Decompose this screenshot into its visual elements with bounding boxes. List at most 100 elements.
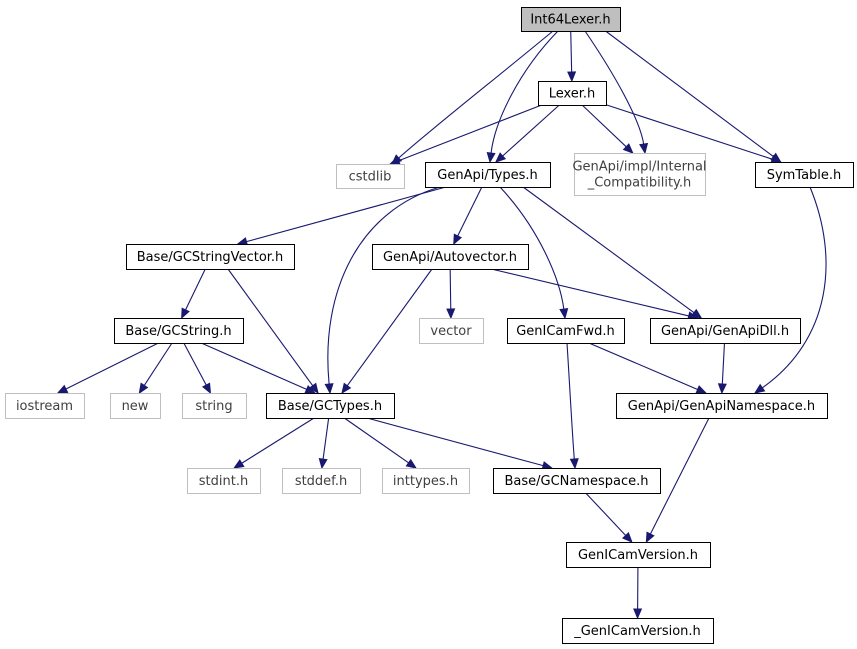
node-gctypes[interactable]: Base/GCTypes.h bbox=[266, 393, 395, 419]
node-label-vector: vector bbox=[430, 324, 472, 339]
node-label-new: new bbox=[122, 399, 149, 414]
node-box-stdint bbox=[187, 468, 261, 494]
arrowhead-gcstring-to-gctypes bbox=[304, 385, 317, 394]
edge-autovector-to-gctypes bbox=[346, 268, 433, 387]
node-symtable[interactable]: SymTable.h bbox=[755, 162, 854, 188]
node-label-internal-compat: _Compatibility.h bbox=[587, 176, 692, 191]
node-box-string bbox=[182, 393, 247, 419]
edge-gcstringvector-to-gcstring bbox=[185, 268, 206, 311]
arrowhead-gcstringvector-to-gctypes bbox=[308, 382, 319, 395]
node-lexer[interactable]: Lexer.h bbox=[538, 81, 607, 106]
node-stdint: stdint.h bbox=[187, 468, 261, 494]
node-cstdlib: cstdlib bbox=[336, 164, 405, 189]
node-new: new bbox=[110, 393, 161, 419]
edge-genapi-types-to-genapidll bbox=[522, 186, 695, 314]
arrowhead-symtable-to-genapinamespace bbox=[753, 383, 766, 394]
arrowhead-gctypes-to-stddef bbox=[318, 457, 328, 470]
edge-genapi-types-to-autovector bbox=[457, 186, 483, 237]
arrowhead-genicamfwd-to-gcnamespace bbox=[569, 458, 579, 470]
arrowhead-genapi-types-to-autovector bbox=[453, 233, 463, 246]
node-inttypes: inttypes.h bbox=[382, 468, 470, 494]
node-box-gctypes bbox=[266, 393, 395, 419]
node-label-autovector: GenApi/Autovector.h bbox=[383, 250, 517, 265]
node-autovector[interactable]: GenApi/Autovector.h bbox=[372, 244, 529, 270]
node-box-int64lexer bbox=[521, 7, 621, 32]
node-label-iostream: iostream bbox=[16, 399, 73, 414]
node-box-genapi-types bbox=[425, 162, 551, 188]
arrowhead-gcstring-to-string bbox=[201, 382, 212, 395]
node-label-string: string bbox=[195, 399, 232, 414]
edge-int64lexer-to-symtable bbox=[605, 30, 774, 158]
edge-gcstringvector-to-gctypes bbox=[227, 268, 314, 387]
node-stddef: stddef.h bbox=[282, 468, 361, 494]
node-box-lexer bbox=[538, 81, 607, 106]
node-box-genicamfwd bbox=[507, 318, 625, 344]
node-box-gcstringvector bbox=[126, 244, 295, 270]
arrowhead-autovector-to-vector bbox=[446, 308, 456, 320]
edge-genapi-types-to-genicamfwd bbox=[499, 186, 565, 310]
node-box-vector bbox=[419, 318, 484, 344]
edge-int64lexer-to-lexer bbox=[570, 30, 573, 73]
node-int64lexer[interactable]: Int64Lexer.h bbox=[521, 7, 621, 32]
node-iostream: iostream bbox=[5, 393, 85, 419]
arrowhead-genicamversion-to-genicamversion-private bbox=[633, 608, 643, 620]
edge-int64lexer-to-cstdlib bbox=[398, 30, 554, 159]
node-box-new bbox=[110, 393, 161, 419]
node-gcstring[interactable]: Base/GCString.h bbox=[114, 318, 244, 344]
edge-gctypes-to-gcnamespace bbox=[366, 417, 544, 467]
arrowhead-int64lexer-to-lexer bbox=[567, 71, 577, 83]
arrowhead-gctypes-to-stdint bbox=[233, 459, 245, 469]
node-box-internal-compat bbox=[574, 153, 706, 196]
arrowhead-lexer-to-internal-compat bbox=[622, 143, 634, 154]
edge-lexer-to-genapi-types bbox=[502, 104, 560, 157]
edge-gcnamespace-to-genicamversion bbox=[585, 492, 627, 536]
node-box-autovector bbox=[372, 244, 529, 270]
node-box-iostream bbox=[5, 393, 85, 419]
node-gcnamespace[interactable]: Base/GCNamespace.h bbox=[493, 468, 661, 494]
arrowhead-genapi-types-to-gctypes bbox=[324, 383, 334, 395]
arrowhead-gcnamespace-to-genicamversion bbox=[622, 531, 633, 543]
arrowhead-genapinamespace-to-genicamversion bbox=[645, 531, 655, 544]
arrowhead-int64lexer-to-genapi-types bbox=[486, 152, 496, 164]
node-label-internal-compat: GenApi/impl/Internal bbox=[572, 160, 706, 175]
node-box-cstdlib bbox=[336, 164, 405, 189]
arrowhead-lexer-to-genapi-types bbox=[494, 152, 507, 163]
node-box-genicamversion bbox=[566, 542, 711, 568]
edge-genapidll-to-genapinamespace bbox=[721, 342, 726, 385]
node-label-genicamversion-private: _GenICamVersion.h bbox=[573, 624, 701, 639]
node-box-genapinamespace bbox=[616, 393, 828, 419]
edge-genapinamespace-to-genicamversion bbox=[649, 417, 710, 535]
node-string: string bbox=[182, 393, 247, 419]
node-label-stdint: stdint.h bbox=[199, 474, 248, 489]
node-label-gcstring: Base/GCString.h bbox=[125, 324, 231, 339]
node-box-gcnamespace bbox=[493, 468, 661, 494]
node-genicamversion-private[interactable]: _GenICamVersion.h bbox=[562, 618, 714, 644]
node-genicamfwd[interactable]: GenICamFwd.h bbox=[507, 318, 625, 344]
node-genapinamespace[interactable]: GenApi/GenApiNamespace.h bbox=[616, 393, 828, 419]
node-label-gctypes: Base/GCTypes.h bbox=[278, 399, 382, 414]
arrowhead-int64lexer-to-internal-compat bbox=[639, 142, 649, 155]
edges-layer bbox=[56, 30, 827, 620]
edge-genicamfwd-to-gcnamespace bbox=[566, 342, 575, 460]
node-label-genicamfwd: GenICamFwd.h bbox=[516, 324, 615, 339]
node-box-genapidll bbox=[650, 318, 801, 344]
node-label-lexer: Lexer.h bbox=[549, 87, 596, 102]
edge-autovector-to-vector bbox=[449, 268, 452, 310]
node-box-inttypes bbox=[382, 468, 470, 494]
arrowhead-gcstring-to-new bbox=[138, 382, 149, 395]
node-label-genicamversion: GenICamVersion.h bbox=[578, 548, 698, 563]
edge-gcstring-to-iostream bbox=[65, 342, 159, 390]
node-box-gcstring bbox=[114, 318, 244, 344]
node-genicamversion[interactable]: GenICamVersion.h bbox=[566, 542, 711, 568]
arrowhead-autovector-to-gctypes bbox=[341, 382, 352, 395]
edge-gcstring-to-string bbox=[183, 342, 207, 386]
node-genapidll[interactable]: GenApi/GenApiDll.h bbox=[650, 318, 801, 344]
arrowhead-genapidll-to-genapinamespace bbox=[717, 383, 727, 395]
node-genapi-types[interactable]: GenApi/Types.h bbox=[425, 162, 551, 188]
edge-int64lexer-to-genapi-types bbox=[490, 30, 559, 154]
node-vector: vector bbox=[419, 318, 484, 344]
node-gcstringvector[interactable]: Base/GCStringVector.h bbox=[126, 244, 295, 270]
node-box-genicamversion-private bbox=[562, 618, 714, 644]
arrowhead-gctypes-to-inttypes bbox=[405, 458, 418, 469]
node-label-genapinamespace: GenApi/GenApiNamespace.h bbox=[628, 399, 815, 414]
